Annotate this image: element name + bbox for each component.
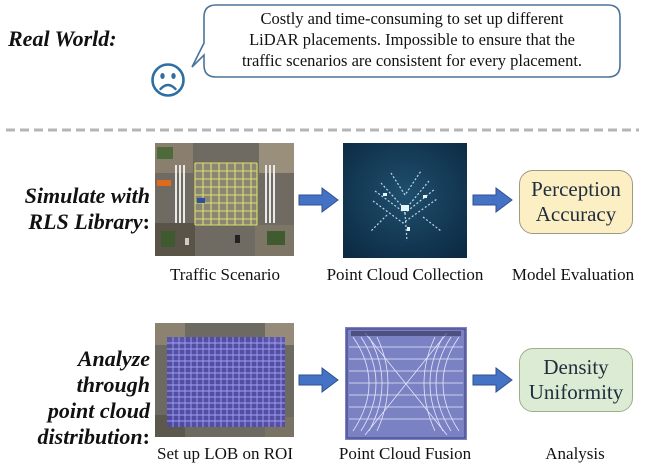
- caption-setup-lob: Set up LOB on ROI: [157, 444, 293, 463]
- arrow-icon: [472, 367, 514, 393]
- density-uniformity-box: Density Uniformity: [519, 348, 633, 412]
- row-label-real-world: Real World:: [8, 26, 117, 51]
- row-label-simulate: Simulate with RLS Library:: [24, 183, 150, 234]
- traffic-scenario-image: [155, 143, 294, 256]
- bubble-line: traffic scenarios are consistent for eve…: [241, 51, 583, 70]
- arrow-icon: [298, 367, 340, 393]
- arrow-icon: [472, 187, 514, 213]
- sad-face-icon: [150, 62, 186, 98]
- caption-analysis: Analysis: [545, 444, 605, 463]
- row-label-analyze: Analyze through point cloud distribution…: [37, 346, 150, 449]
- caption-point-cloud-collection: Point Cloud Collection: [326, 265, 484, 284]
- caption-model-evaluation: Model Evaluation: [511, 265, 635, 284]
- lob-roi-image: [155, 323, 294, 437]
- perception-accuracy-box: Perception Accuracy: [519, 170, 633, 234]
- arrow-icon: [298, 187, 340, 213]
- dashed-divider: [6, 119, 639, 132]
- bubble-line: Costly and time-consuming to set up diff…: [260, 9, 564, 28]
- point-cloud-collection-image: [343, 143, 467, 258]
- caption-point-cloud-fusion: Point Cloud Fusion: [338, 444, 472, 463]
- speech-bubble: Costly and time-consuming to set up diff…: [190, 3, 622, 79]
- bubble-line: LiDAR placements. Impossible to ensure t…: [249, 30, 575, 49]
- point-cloud-fusion-image: [345, 327, 467, 440]
- caption-traffic-scenario: Traffic Scenario: [169, 265, 280, 284]
